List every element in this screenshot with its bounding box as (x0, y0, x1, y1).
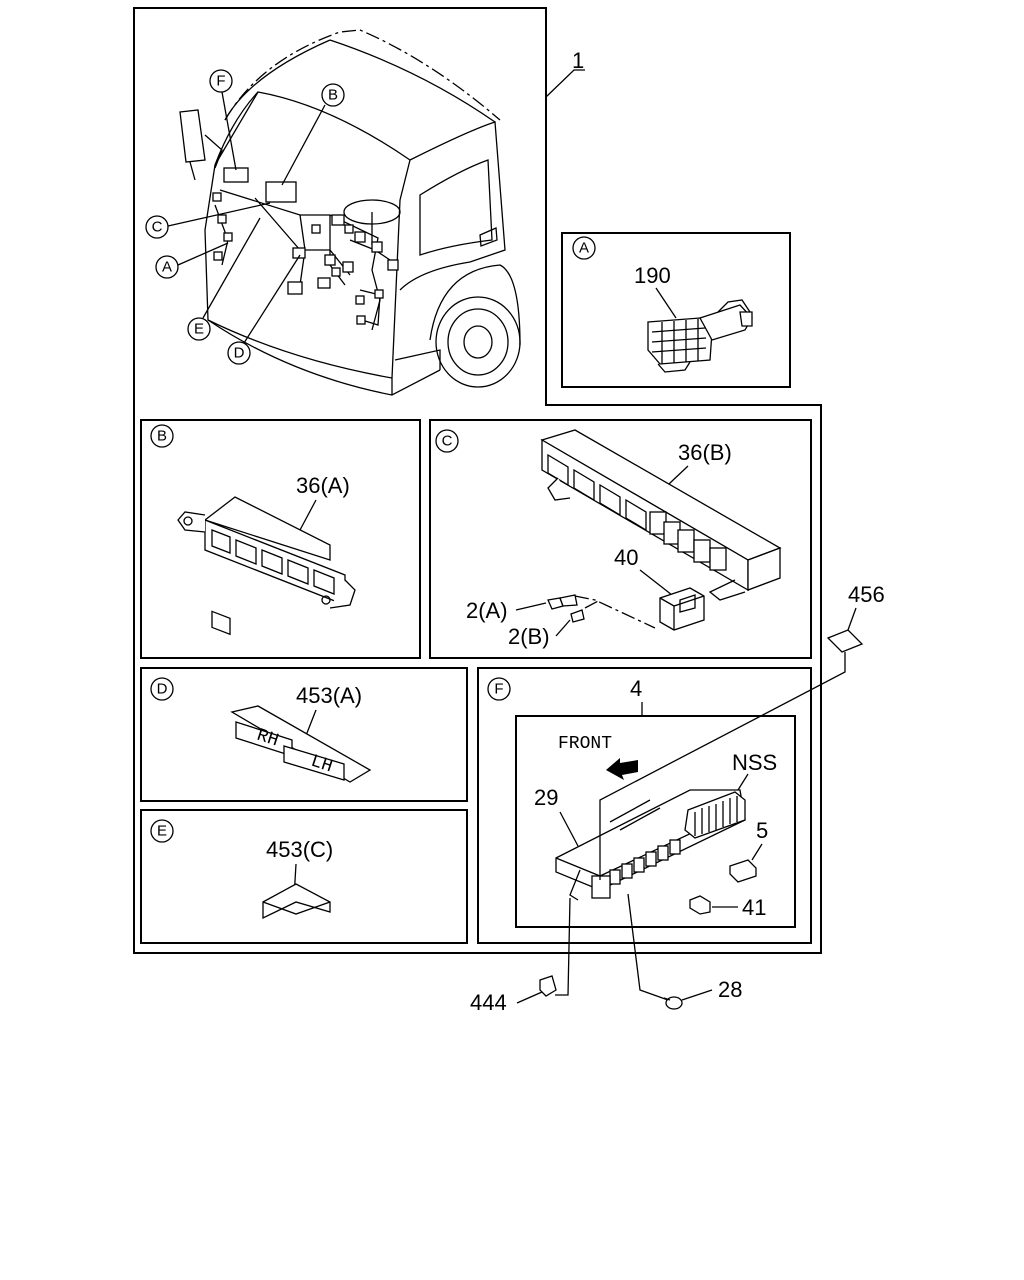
callout-f: F (216, 73, 225, 90)
part-36a: 36(A) (296, 473, 350, 498)
loose-parts: 456 444 28 (470, 582, 885, 1015)
part-29: 29 (534, 785, 558, 810)
part-5: 5 (756, 818, 768, 843)
detail-c-panel: C 36(B) 40 2(A) 2(B) (429, 419, 812, 659)
part-36b: 36(B) (678, 440, 732, 465)
detail-a-badge: A (579, 240, 589, 257)
truck-cab-illustration (179, 29, 521, 396)
callout-c: C (152, 219, 163, 236)
part-2a: 2(A) (466, 598, 508, 623)
detail-f-panel: F 4 FRONT NSS 29 5 41 (477, 667, 812, 944)
callout-e: E (194, 321, 204, 338)
detail-d-panel: D 453(A) RH LH (140, 667, 468, 802)
front-arrow-icon (606, 758, 638, 780)
callout-a: A (162, 259, 172, 276)
callout-b: B (328, 87, 338, 104)
part-nss: NSS (732, 750, 777, 775)
cab-callouts: F B C A E D (145, 69, 345, 365)
detail-f-badge: F (494, 681, 503, 698)
main-frame (133, 7, 822, 954)
part-453c: 453(C) (266, 837, 333, 862)
part-456: 456 (848, 582, 885, 607)
detail-c-badge: C (442, 433, 453, 450)
detail-e-badge: E (157, 823, 167, 840)
callout-d: D (234, 345, 245, 362)
part-4: 4 (630, 676, 642, 701)
callout-1: 1 (572, 48, 584, 73)
part-2b: 2(B) (508, 624, 550, 649)
part-28: 28 (718, 977, 742, 1002)
detail-e-panel: E 453(C) (140, 809, 468, 944)
part-41: 41 (742, 895, 766, 920)
detail-b-badge: B (157, 428, 167, 445)
detail-b-panel: B 36(A) (140, 419, 421, 659)
part-444: 444 (470, 990, 507, 1015)
front-label: FRONT (558, 734, 612, 754)
detail-d-badge: D (157, 681, 168, 698)
part-453a: 453(A) (296, 683, 362, 708)
part-40: 40 (614, 545, 638, 570)
detail-a-panel: A 190 (561, 232, 791, 388)
part-190: 190 (634, 263, 671, 288)
